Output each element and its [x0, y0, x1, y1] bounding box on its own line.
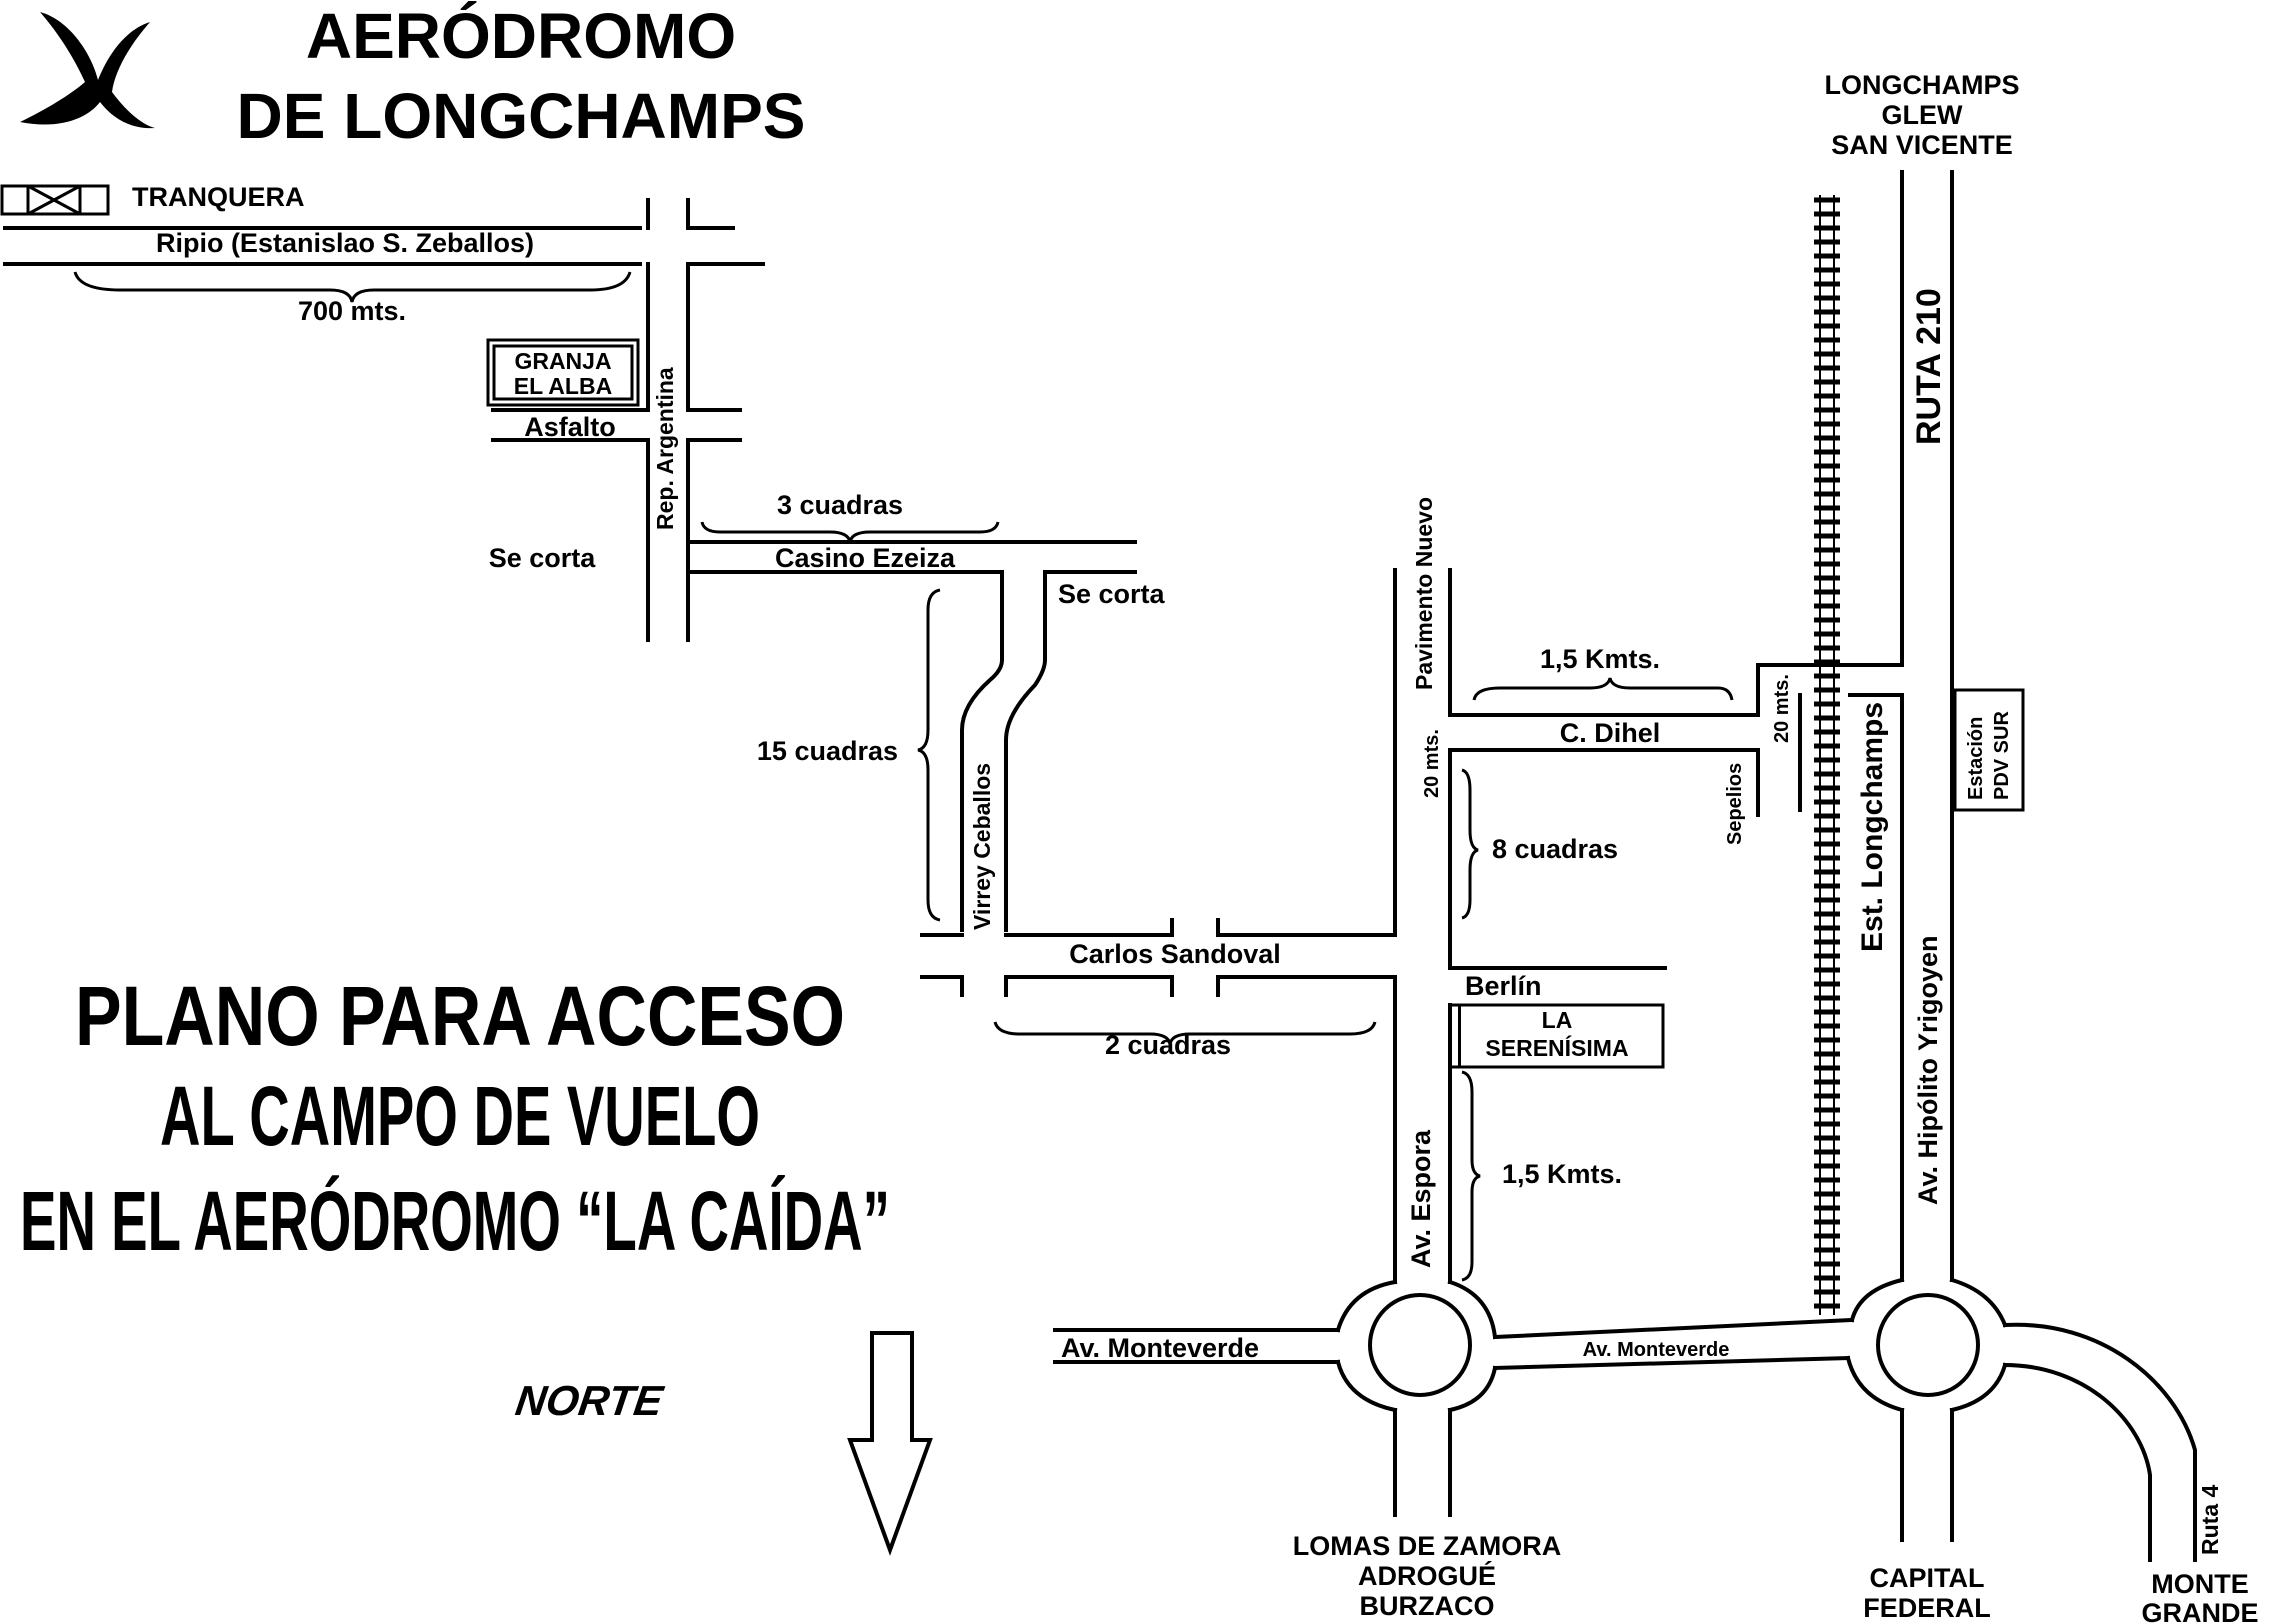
granja-label-line2: EL ALBA	[514, 373, 612, 399]
distance-15-cuadras: 15 cuadras	[757, 736, 898, 766]
airfield-x-logo	[20, 12, 155, 129]
ripio-road	[3, 226, 765, 266]
serenisima-label-line2: SERENÍSIMA	[1485, 1034, 1628, 1061]
brace-700	[73, 271, 632, 303]
se-corta-right-label: Se corta	[1058, 579, 1166, 609]
dest-capital-line1: CAPITAL	[1870, 1563, 1985, 1593]
dest-top-line1: LONGCHAMPS	[1825, 70, 2020, 100]
av-monteverde-right-label: Av. Monteverde	[1583, 1339, 1730, 1361]
brace-1-5-top	[1472, 677, 1734, 701]
dest-monte-line1: MONTE	[2151, 1569, 2249, 1599]
railway-track	[1814, 195, 1840, 1315]
casino-ezeiza-label: Casino Ezeiza	[775, 543, 956, 573]
estacion-pdv-box	[1953, 688, 2025, 812]
ruta-210-road	[1900, 170, 1954, 1282]
plan-title-line1: PLANO PARA ACCESO	[75, 969, 845, 1063]
distance-8-cuadras: 8 cuadras	[1492, 834, 1618, 864]
ruta-4-label: Ruta 4	[2197, 1485, 2223, 1556]
pavimento-nuevo-label: Pavimento Nuevo	[1411, 497, 1437, 690]
ripio-street-label: Ripio (Estanislao S. Zeballos)	[156, 228, 534, 258]
brace-2-cuadras	[993, 1021, 1377, 1045]
estacion-pdv-line2: PDV SUR	[1991, 711, 2013, 800]
distance-1-5-top: 1,5 Kmts.	[1540, 644, 1660, 674]
asfalto-road	[491, 408, 742, 442]
distance-3-cuadras: 3 cuadras	[777, 490, 903, 520]
est-longchamps-label: Est. Longchamps	[1856, 702, 1889, 952]
dest-capital-line2: FEDERAL	[1863, 1593, 1991, 1623]
berlin-label: Berlín	[1465, 971, 1542, 1001]
estacion-pdv-line1: Estación	[1965, 717, 1987, 800]
serenisima-label-line1: LA	[1542, 1007, 1573, 1033]
tranquera-label: TRANQUERA	[132, 182, 305, 212]
c-dihel-label: C. Dihel	[1560, 718, 1661, 748]
north-label: NORTE	[513, 1377, 668, 1424]
est-longchamps-road	[1798, 693, 1904, 1282]
se-corta-left-label: Se corta	[489, 543, 597, 573]
dest-lomas-line2: ADROGUÉ	[1358, 1560, 1496, 1591]
dest-top-line3: SAN VICENTE	[1831, 130, 2013, 160]
distance-700: 700 mts.	[298, 296, 406, 326]
header-title-line2: DE LONGCHAMPS	[237, 80, 806, 152]
virrey-ceballos-label: Virrey Ceballos	[969, 763, 995, 930]
brace-3-cuadras	[700, 521, 1000, 543]
dest-lomas-line1: LOMAS DE ZAMORA	[1293, 1531, 1561, 1561]
brace-1-5-bottom	[1461, 1070, 1481, 1282]
rep-argentina-label: Rep. Argentina	[652, 367, 678, 530]
dest-lomas-line3: BURZACO	[1360, 1591, 1495, 1621]
dest-top-line2: GLEW	[1882, 100, 1964, 130]
av-espora-road	[1393, 975, 1452, 1284]
distance-2-cuadras: 2 cuadras	[1105, 1030, 1231, 1060]
brace-8-cuadras	[1461, 768, 1479, 920]
roundabout-left	[1335, 1279, 1498, 1517]
sepelios-label: Sepelios	[1724, 763, 1746, 845]
granja-el-alba-box	[486, 338, 640, 407]
north-arrow-icon	[847, 1331, 933, 1556]
asfalto-label: Asfalto	[524, 412, 616, 442]
distance-1-5-bottom: 1,5 Kmts.	[1502, 1159, 1622, 1189]
av-espora-label: Av. Espora	[1406, 1129, 1436, 1268]
casino-ezeiza-road	[686, 540, 1137, 574]
plan-title-line2: AL CAMPO DE VUELO	[160, 1069, 760, 1163]
carlos-sandoval-road	[920, 918, 1397, 997]
plan-title-line3: EN EL AERÓDROMO “LA CAÍDA”	[20, 1174, 890, 1268]
distance-20-right: 20 mts.	[1771, 674, 1793, 743]
brace-15-cuadras	[917, 588, 941, 922]
av-monteverde-left-label: Av. Monteverde	[1061, 1333, 1259, 1363]
av-monteverde-road	[1053, 1317, 1855, 1371]
ruta-210-label: RUTA 210	[1910, 288, 1948, 445]
tranquera-gate-icon	[0, 184, 110, 216]
roundabout-right	[1845, 1277, 2197, 1562]
granja-label-line1: GRANJA	[514, 348, 611, 374]
carlos-sandoval-label: Carlos Sandoval	[1069, 939, 1281, 969]
pavimento-nuevo-road	[1393, 568, 1452, 970]
header-title-line1: AERÓDROMO	[306, 0, 736, 72]
av-hipolito-label: Av. Hipólito Yrigoyen	[1913, 935, 1943, 1205]
virrey-ceballos-road	[960, 570, 1047, 932]
dest-monte-line2: GRANDE	[2141, 1598, 2258, 1624]
distance-20-left: 20 mts.	[1421, 729, 1443, 798]
